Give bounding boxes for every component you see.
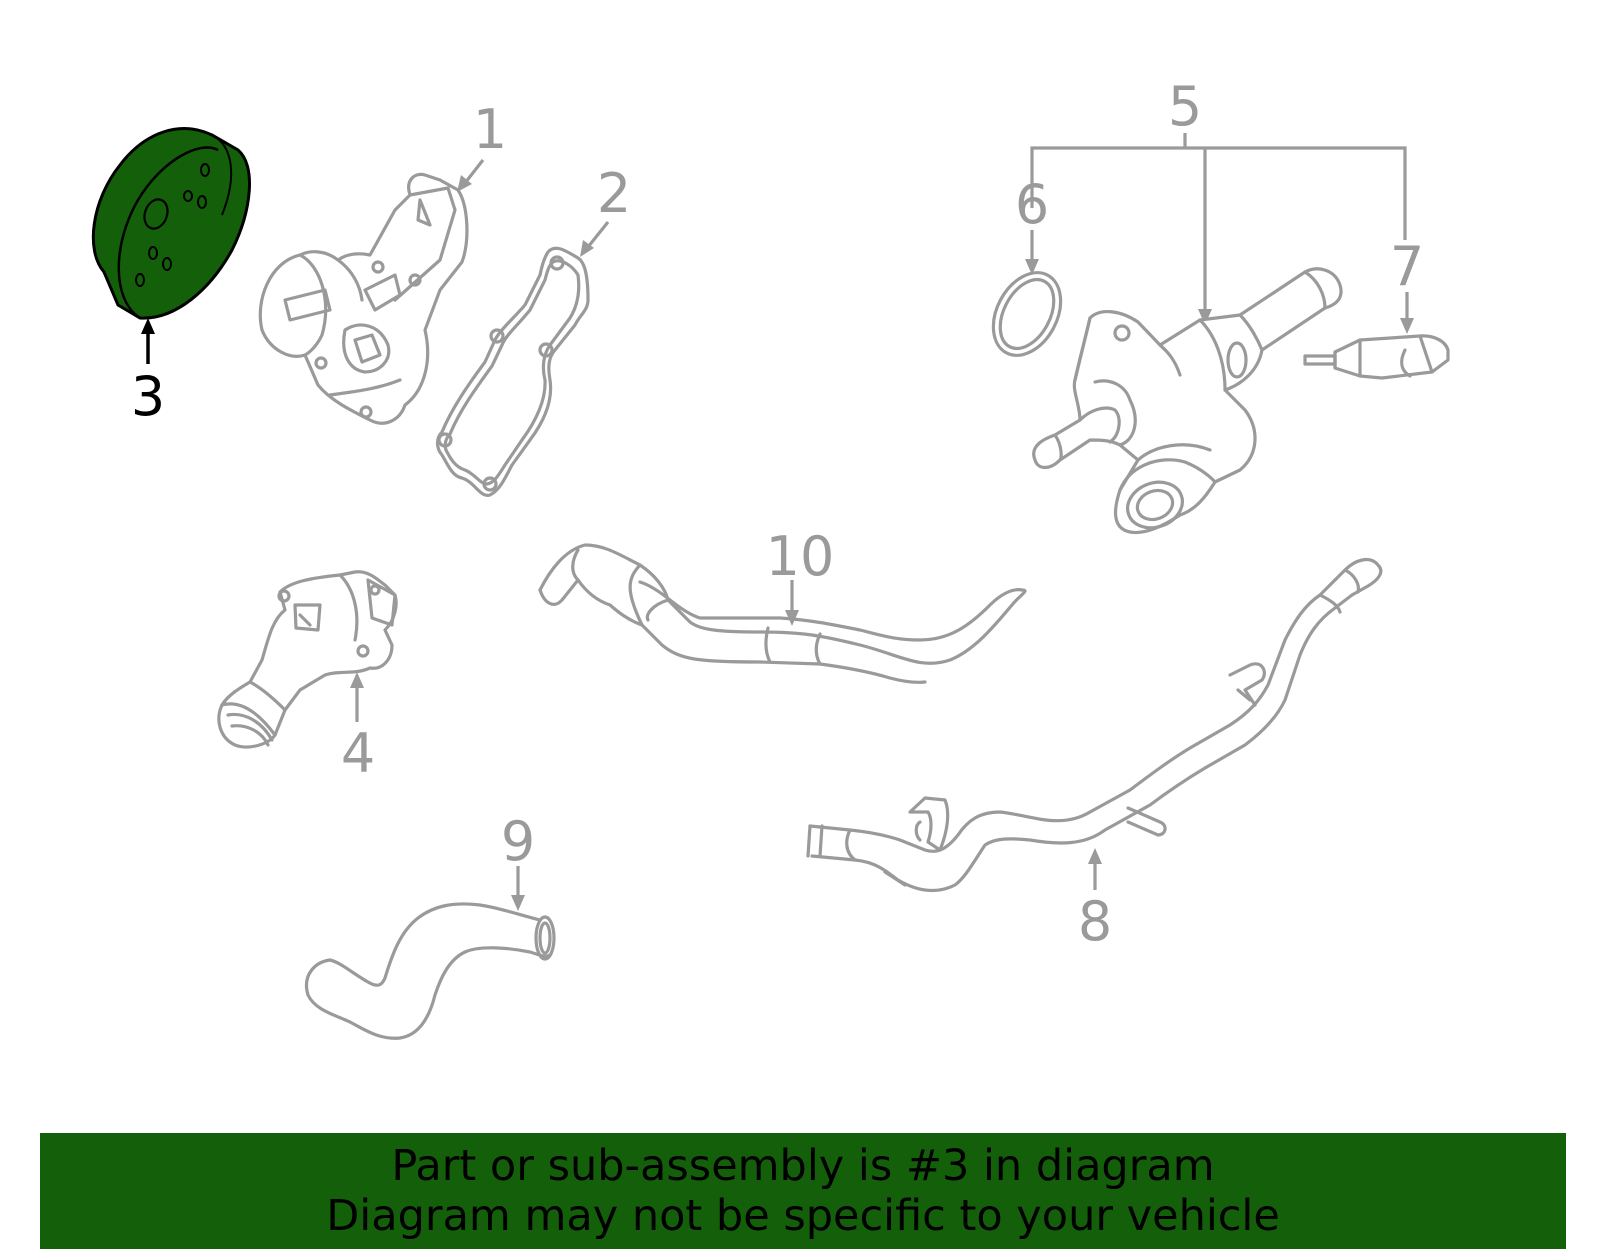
callout-4[interactable]: 4	[341, 722, 375, 785]
part-8-pipe[interactable]	[806, 557, 1383, 893]
callout-5[interactable]: 5	[1168, 75, 1202, 138]
arrow-1	[457, 175, 472, 192]
arrow-3	[141, 318, 155, 334]
arrow-7	[1400, 318, 1414, 334]
arrow-4	[350, 672, 364, 688]
arrow-10	[785, 610, 799, 626]
part-4-thermostat-housing[interactable]	[217, 570, 398, 749]
arrow-2	[580, 240, 594, 257]
part-2-gasket[interactable]	[435, 246, 590, 497]
part-10-hose[interactable]	[538, 543, 1027, 684]
leader-2	[586, 221, 610, 248]
banner-line-2: Diagram may not be specific to your vehi…	[326, 1191, 1280, 1241]
callout-5-bracket	[1030, 133, 1407, 325]
arrow-6	[1025, 259, 1039, 275]
part-1-water-pump[interactable]	[258, 172, 469, 425]
callout-2[interactable]: 2	[597, 162, 631, 225]
callout-6[interactable]: 6	[1015, 173, 1049, 236]
arrow-8	[1088, 848, 1102, 864]
part-9-hose[interactable]	[305, 902, 556, 1040]
leader-1	[463, 159, 485, 184]
info-banner: Part or sub-assembly is #3 in diagram Di…	[40, 1133, 1566, 1249]
callout-10[interactable]: 10	[766, 525, 835, 588]
arrow-9	[511, 895, 525, 911]
part-5-outlet-housing[interactable]	[1032, 267, 1343, 535]
callout-9[interactable]: 9	[501, 810, 535, 873]
part-6-o-ring[interactable]	[980, 261, 1074, 367]
callout-1[interactable]: 1	[473, 98, 507, 161]
part-7-sensor[interactable]	[1303, 334, 1450, 380]
callout-7[interactable]: 7	[1390, 235, 1424, 298]
callout-8[interactable]: 8	[1078, 890, 1112, 953]
callout-3[interactable]: 3	[131, 365, 165, 428]
banner-line-1: Part or sub-assembly is #3 in diagram	[391, 1141, 1215, 1191]
part-3-pulley[interactable]	[91, 127, 251, 320]
